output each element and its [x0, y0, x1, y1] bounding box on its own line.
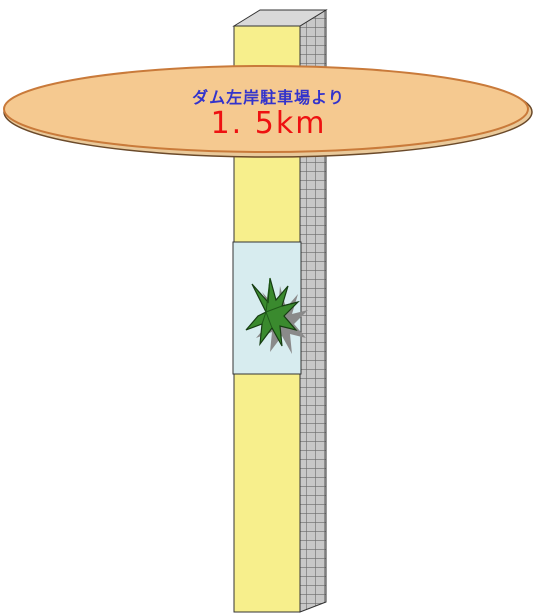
- plant-leaf-icon: [245, 277, 308, 354]
- sign-distance-value: 1. 5km: [210, 106, 327, 141]
- sign-oval: [3, 65, 529, 153]
- sign-location-label: ダム左岸駐車場より: [192, 88, 345, 107]
